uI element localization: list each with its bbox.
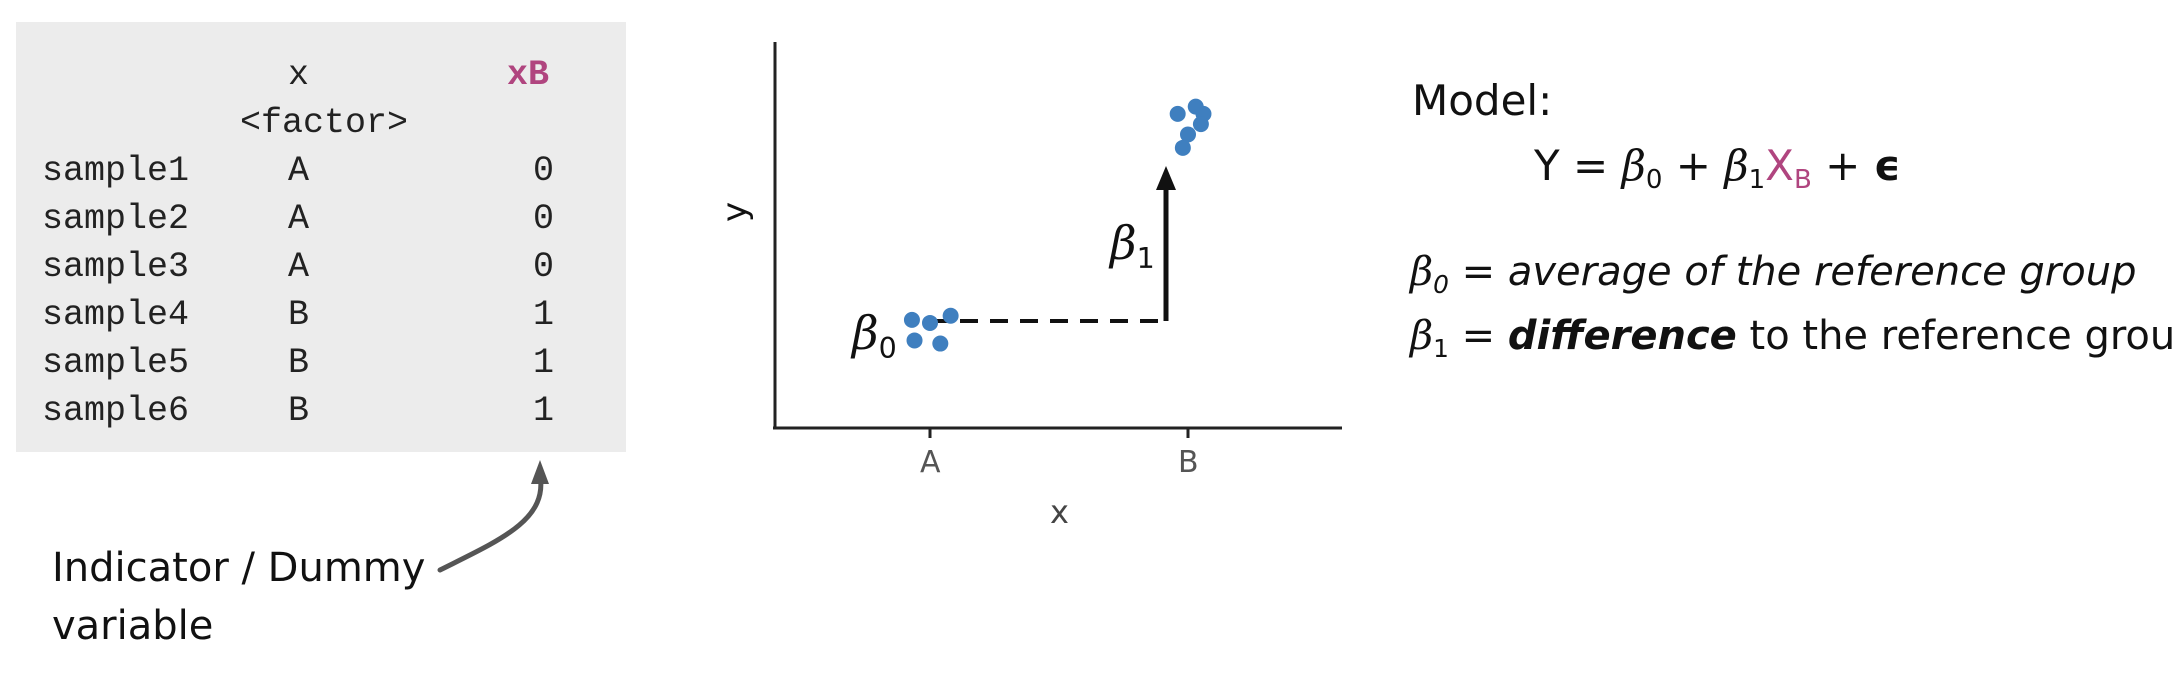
row-x: A — [288, 151, 310, 191]
row-name: sample5 — [42, 343, 190, 383]
row-xb: 0 — [533, 199, 555, 239]
row-xb: 1 — [533, 343, 555, 383]
row-xb: 1 — [533, 391, 555, 431]
row-name: sample1 — [42, 151, 190, 191]
data-point — [932, 335, 949, 352]
row-x: B — [288, 343, 310, 383]
y-axis-label: y — [715, 201, 755, 222]
row-x: B — [288, 295, 310, 335]
beta1-arrowhead — [1156, 166, 1176, 190]
beta1-definition: β1 = difference to the reference group — [1410, 313, 2178, 363]
row-x: A — [288, 199, 310, 239]
column-header-xb: xB — [507, 55, 550, 95]
tick-label-b: B — [1178, 445, 1199, 480]
row-name: sample4 — [42, 295, 190, 335]
dataframe-panel — [16, 22, 626, 452]
x-axis-label: x — [1050, 493, 1069, 531]
row-name: sample2 — [42, 199, 190, 239]
row-xb: 1 — [533, 295, 555, 335]
data-point — [1192, 116, 1209, 133]
data-point — [1180, 126, 1196, 143]
model-equation: Y = β0 + β1XB + ϵ — [1534, 141, 1901, 196]
row-xb: 0 — [533, 151, 555, 191]
beta1-label: β1 — [1110, 216, 1155, 276]
row-xb: 0 — [533, 247, 555, 287]
column-header-x: x — [288, 55, 310, 95]
row-x: B — [288, 391, 310, 431]
row-x: A — [288, 247, 310, 287]
data-point — [1169, 105, 1186, 122]
column-type-x: <factor> — [240, 103, 409, 143]
beta0-label: β0 — [852, 306, 897, 366]
annotation-line1: Indicator / Dummy — [52, 545, 426, 591]
data-point — [922, 314, 938, 331]
model-heading: Model: — [1412, 76, 1553, 125]
row-name: sample6 — [42, 391, 190, 431]
beta0-definition: β0 = average of the reference group — [1410, 249, 2137, 299]
data-point — [903, 311, 920, 328]
tick-label-a: A — [920, 445, 941, 480]
annotation-line2: variable — [52, 603, 214, 649]
data-point — [1174, 139, 1191, 156]
data-point — [942, 307, 959, 324]
row-name: sample3 — [42, 247, 190, 287]
data-point — [906, 332, 923, 349]
